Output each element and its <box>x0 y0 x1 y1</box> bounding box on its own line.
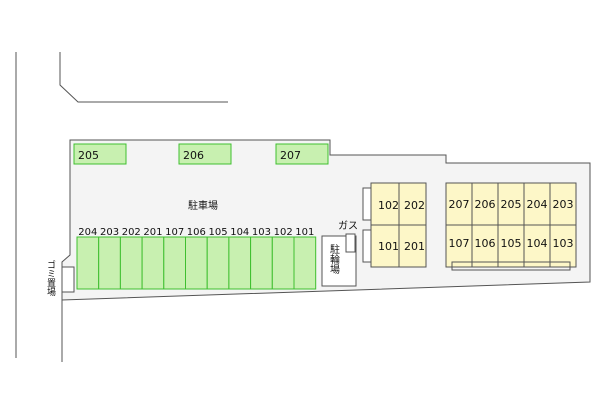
parking-space-204-label: 204 <box>78 227 97 238</box>
building-b-unit-204: 204 <box>527 198 548 211</box>
gas-meter <box>345 233 356 253</box>
parking-space-202 <box>119 236 143 290</box>
building-b-balcony <box>451 261 571 271</box>
gas-label: ガス <box>338 220 358 232</box>
parking-space-205-label: 205 <box>78 149 99 162</box>
building-b-unit-205: 205 <box>501 198 522 211</box>
garbage-area-label: ゴミ置場 <box>45 259 56 297</box>
parking-space-102-label: 102 <box>274 227 293 238</box>
parking-space-102 <box>271 236 295 290</box>
parking-space-207-label: 207 <box>280 149 301 162</box>
building-a-unit-202: 202 <box>404 199 425 212</box>
parking-space-101 <box>293 236 317 290</box>
building-a: 102 202 101 201 <box>362 182 427 268</box>
building-b-unit-105: 105 <box>501 237 522 250</box>
parking-row <box>76 236 317 290</box>
parking-space-106 <box>185 236 208 290</box>
parking-space-107 <box>163 236 187 290</box>
bicycle-parking-label: 駐輪場 <box>328 243 340 275</box>
parking-space-201-label: 201 <box>143 227 162 238</box>
building-a-unit-101: 101 <box>378 240 399 253</box>
building-b-unit-103: 103 <box>553 237 574 250</box>
parking-space-104 <box>228 236 252 290</box>
parking-space-104-label: 104 <box>230 227 249 238</box>
parking-space-106-label: 106 <box>187 227 206 238</box>
parking-space-203-label: 203 <box>100 227 119 238</box>
building-a-unit-102: 102 <box>378 199 399 212</box>
parking-space-205: 205 <box>73 143 127 165</box>
garbage-area <box>61 266 75 293</box>
parking-space-207: 207 <box>275 143 329 165</box>
parking-space-201 <box>141 236 165 290</box>
building-b-unit-206: 206 <box>475 198 496 211</box>
parking-space-105-label: 105 <box>209 227 228 238</box>
building-b: 207 206 205 204 203 107 106 105 104 103 <box>445 182 577 271</box>
parking-space-101-label: 101 <box>295 227 314 238</box>
parking-space-107-label: 107 <box>165 227 184 238</box>
parking-area-label: 駐車場 <box>188 199 218 212</box>
parking-space-206-label: 206 <box>183 149 204 162</box>
parking-space-203 <box>98 236 121 290</box>
road-edge-top <box>59 52 228 103</box>
parking-space-103 <box>250 236 273 290</box>
building-b-unit-107: 107 <box>449 237 470 250</box>
parking-space-204 <box>76 236 100 290</box>
building-b-unit-203: 203 <box>553 198 574 211</box>
building-b-unit-106: 106 <box>475 237 496 250</box>
parking-space-103-label: 103 <box>252 227 271 238</box>
building-a-unit-201: 201 <box>404 240 425 253</box>
parking-space-202-label: 202 <box>122 227 141 238</box>
parking-space-206: 206 <box>178 143 232 165</box>
parking-space-105 <box>206 236 230 290</box>
building-b-unit-207: 207 <box>449 198 470 211</box>
building-b-unit-104: 104 <box>527 237 548 250</box>
